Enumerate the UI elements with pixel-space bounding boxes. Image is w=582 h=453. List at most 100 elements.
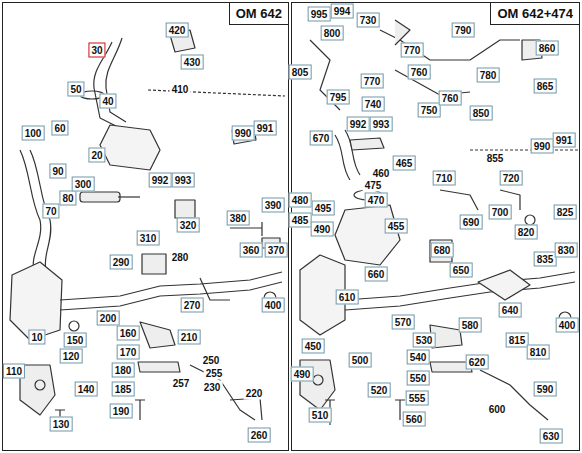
callout-number: 40	[99, 94, 116, 109]
callout-number: 730	[357, 13, 380, 28]
callout-number: 560	[403, 412, 426, 427]
callout-number: 993	[370, 117, 393, 132]
callout-number: 992	[347, 117, 370, 132]
callout-number: 20	[88, 148, 105, 163]
bracket	[20, 365, 55, 415]
callout-number: 855	[485, 152, 506, 165]
callout-number: 320	[177, 218, 200, 233]
callout-number: 465	[393, 156, 416, 171]
callout-number: 780	[477, 68, 500, 83]
callout-number: 260	[248, 428, 271, 443]
callout-number: 800	[321, 26, 344, 41]
callout-number: 280	[170, 251, 191, 264]
engine-title: OM 642	[229, 2, 289, 25]
callout-number: 670	[310, 131, 333, 146]
engine-title: OM 642+474	[490, 2, 580, 25]
callout-number: 190	[110, 404, 133, 419]
callout-number: 160	[117, 326, 140, 341]
callout-number: 475	[363, 179, 384, 192]
callout-number: 80	[59, 191, 76, 206]
callout-number: 540	[407, 350, 430, 365]
callout-number: 420	[166, 23, 189, 38]
callout-number: 90	[49, 164, 66, 179]
callout-number: 770	[401, 43, 424, 58]
callout-number: 485	[289, 213, 312, 228]
callout-number: 590	[534, 382, 557, 397]
callout-number: 520	[368, 383, 391, 398]
callout-number: 690	[460, 215, 483, 230]
callout-number: 993	[172, 173, 195, 188]
callout-number: 990	[232, 126, 255, 141]
callout-number: 580	[459, 318, 482, 333]
callout-number: 450	[302, 339, 325, 354]
callout-number: 140	[75, 382, 98, 397]
callout-number: 110	[3, 364, 25, 379]
callout-number: 210	[178, 330, 201, 345]
callout-number: 10	[28, 330, 45, 345]
callout-number: 455	[385, 219, 408, 234]
callout-number: 640	[499, 303, 522, 318]
callout-number: 795	[327, 90, 350, 105]
callout-number: 495	[312, 201, 335, 216]
callout-number: 810	[527, 345, 550, 360]
callout-number: 750	[418, 103, 441, 118]
callout-number: 360	[240, 243, 263, 258]
callout-number: 170	[117, 345, 140, 360]
callout-number: 830	[555, 243, 578, 258]
callout-number: 825	[554, 205, 577, 220]
callout-number: 610	[336, 290, 359, 305]
callout-number: 257	[171, 377, 192, 390]
callout-number: 255	[204, 367, 225, 380]
callout-number: 700	[489, 205, 512, 220]
callout-number: 30	[88, 43, 105, 58]
callout-number: 620	[466, 355, 489, 370]
callout-number: 120	[60, 349, 83, 364]
callout-number: 100	[22, 126, 45, 141]
callout-number: 630	[540, 429, 563, 444]
catalytic-converter	[100, 125, 160, 170]
callout-number: 185	[112, 382, 135, 397]
callout-number: 50	[67, 82, 84, 97]
callout-number: 230	[202, 381, 223, 394]
callout-number: 865	[534, 79, 557, 94]
callout-number: 991	[254, 121, 277, 136]
callout-number: 600	[487, 403, 508, 416]
callout-number: 660	[365, 267, 388, 282]
callout-number: 300	[72, 177, 95, 192]
callout-number: 430	[181, 55, 204, 70]
callout-number: 490	[291, 367, 314, 382]
catalytic-converter	[335, 205, 400, 265]
callout-number: 490	[311, 222, 334, 237]
callout-number: 470	[365, 193, 388, 208]
callout-number: 270	[181, 298, 204, 313]
callout-number: 995	[308, 7, 331, 22]
callout-number: 994	[331, 3, 354, 18]
callout-number: 310	[137, 231, 160, 246]
callout-number: 720	[500, 171, 523, 186]
callout-number: 570	[392, 315, 415, 330]
callout-number: 740	[362, 97, 385, 112]
callout-number: 180	[112, 363, 135, 378]
callout-number: 770	[361, 74, 384, 89]
callout-number: 70	[42, 204, 59, 219]
callout-number: 550	[407, 371, 430, 386]
callout-number: 400	[556, 318, 579, 333]
sensor	[80, 192, 120, 202]
callout-number: 815	[506, 333, 529, 348]
callout-number: 290	[110, 255, 133, 270]
callout-number: 680	[431, 243, 454, 258]
callout-number: 990	[531, 139, 554, 154]
callout-number: 992	[149, 173, 172, 188]
diagram-panel: OM 642	[2, 2, 289, 451]
cable	[148, 90, 285, 96]
callout-number: 380	[227, 211, 250, 226]
callout-number: 760	[439, 91, 462, 106]
callout-number: 480	[289, 193, 312, 208]
rubber-mount	[142, 254, 166, 274]
callout-number: 500	[349, 353, 372, 368]
callout-number: 790	[452, 23, 475, 38]
callout-number: 130	[50, 417, 73, 432]
callout-number: 220	[244, 387, 265, 400]
callout-number: 835	[534, 252, 557, 267]
callout-number: 390	[262, 198, 285, 213]
